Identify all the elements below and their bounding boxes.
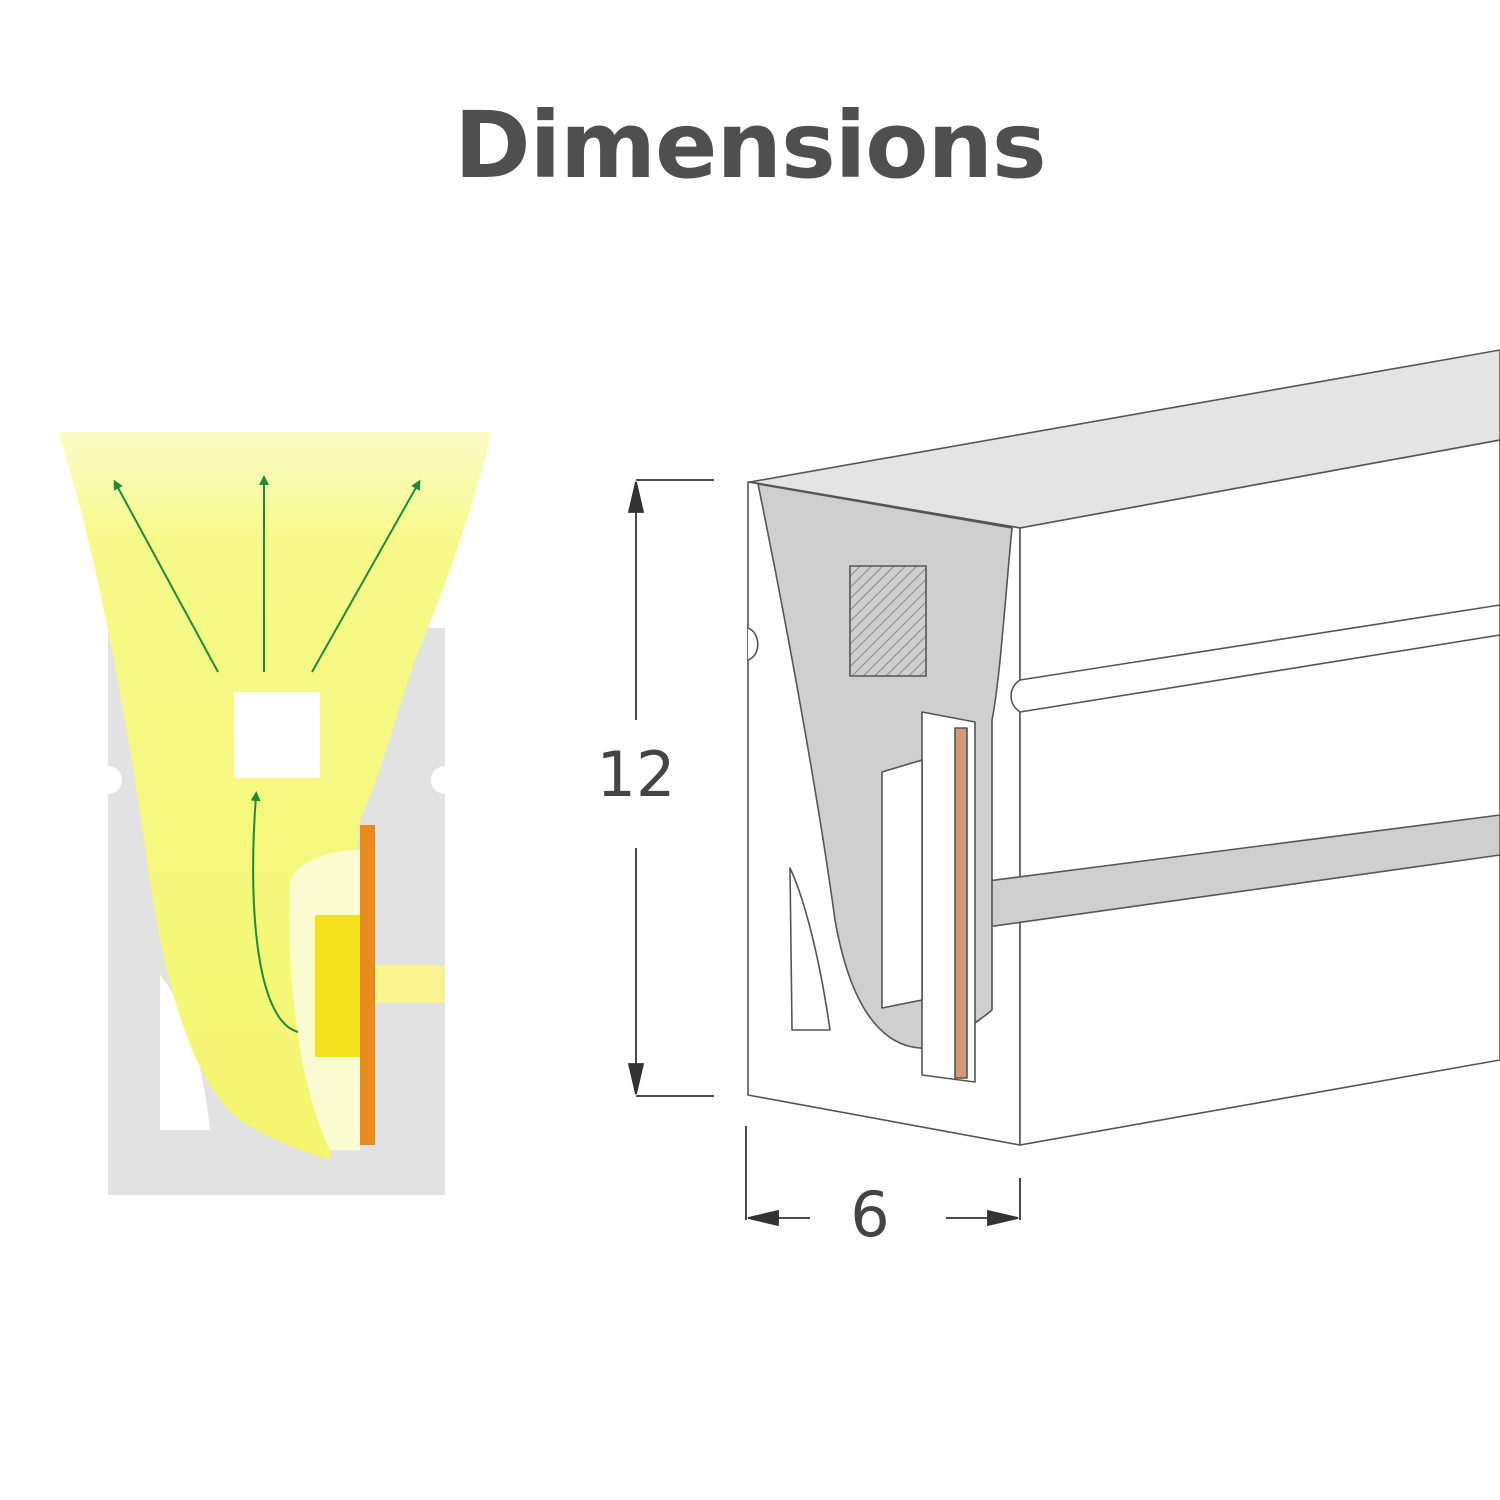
width-label: 6 bbox=[850, 1178, 889, 1251]
pcb-strip bbox=[360, 825, 375, 1145]
height-dimension bbox=[627, 479, 714, 1097]
page-title: Dimensions bbox=[454, 92, 1046, 199]
left-notch bbox=[94, 766, 122, 794]
width-dimension bbox=[745, 1126, 1021, 1227]
lower-cavity bbox=[160, 975, 210, 1130]
arrow-curve bbox=[250, 791, 299, 1033]
light-beam bbox=[58, 432, 492, 1160]
connector-tab bbox=[375, 965, 445, 1003]
led-chip bbox=[315, 915, 363, 1057]
height-label: 12 bbox=[597, 738, 676, 811]
right-notch bbox=[431, 766, 459, 794]
profile-3d-drawing bbox=[747, 349, 1500, 1146]
arrow-left bbox=[113, 479, 219, 673]
side-face bbox=[1019, 439, 1500, 1146]
led-opening bbox=[849, 565, 927, 677]
lower-cavity-3d bbox=[789, 867, 831, 1031]
arrow-right bbox=[311, 479, 421, 673]
cross-section-illustration bbox=[58, 432, 492, 1195]
chip-block bbox=[881, 759, 923, 1009]
pcb-copper bbox=[954, 727, 968, 1079]
side-notch-3d bbox=[747, 627, 759, 661]
diffuser-block bbox=[234, 692, 320, 778]
side-rib bbox=[1010, 604, 1500, 713]
